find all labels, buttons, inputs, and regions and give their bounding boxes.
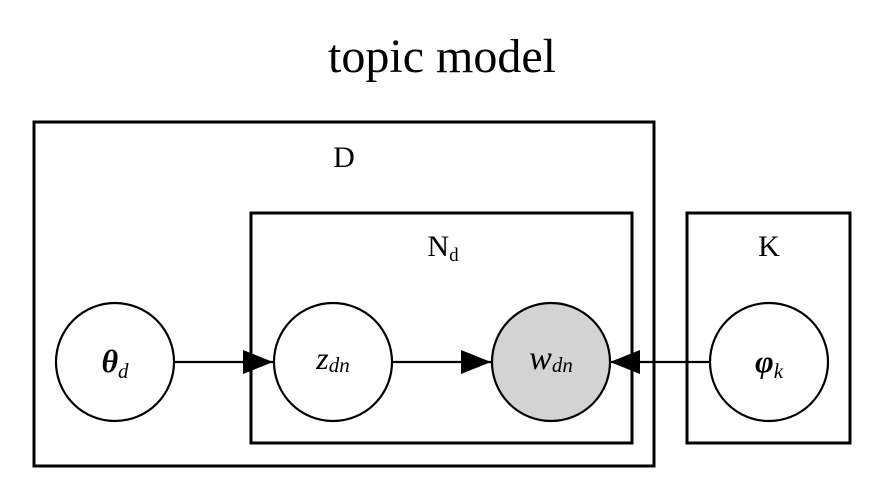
node-w-circle [490,301,612,423]
plate-documents: D [32,120,656,468]
node-theta-label: θd [101,343,129,383]
node-phi: φk [708,301,830,423]
node-phi-label: φk [755,343,784,383]
node-phi-symbol: φ [755,343,774,379]
plate-topics: K [685,211,852,445]
node-phi-circle [708,301,830,423]
node-w-symbol: w [529,340,552,377]
plate-words: Nd [249,211,634,445]
node-theta: θd [54,301,176,423]
node-w-subscript: dn [552,353,573,377]
plate-words-label-main: N [427,230,449,263]
plate-topics-label: K [758,230,780,263]
node-theta-symbol: θ [101,343,118,379]
node-z: zdn [272,301,394,423]
node-theta-circle [54,301,176,423]
node-phi-subscript: k [774,359,784,383]
plate-documents-label: D [333,141,355,174]
node-w: wdn [490,301,612,423]
node-z-subscript: dn [329,353,350,377]
node-w-label: wdn [529,340,573,377]
plate-words-label: Nd [427,230,459,266]
plate-words-label-sub: d [449,245,459,266]
node-theta-subscript: d [118,359,129,383]
node-z-symbol: z [315,340,329,376]
node-z-circle [272,301,394,423]
diagram-title: topic model [328,30,556,83]
node-z-label: zdn [315,340,349,377]
